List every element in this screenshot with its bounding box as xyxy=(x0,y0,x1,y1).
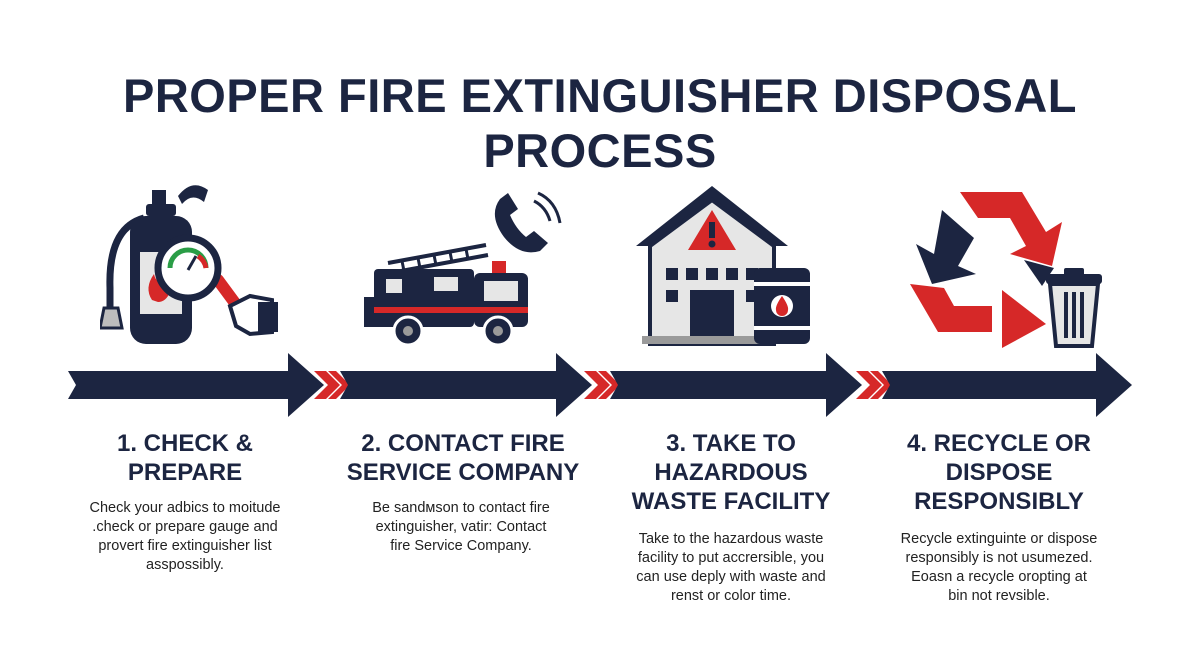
step-4-desc-line: bin not revsible. xyxy=(948,588,1050,604)
chevron-icon xyxy=(328,371,350,399)
step-3-desc-line: facility to put accrersible, you xyxy=(637,550,825,566)
step-1-desc-line: provert fire extinguisher list xyxy=(98,538,272,554)
arrow-segment-3 xyxy=(610,353,862,417)
step-2-desc-line: extinguisher, vatir: Contact xyxy=(375,519,547,535)
arrow-segment-2 xyxy=(340,353,592,417)
hazardous-facility-icon xyxy=(636,186,810,346)
step-4-desc-line: responsibly is not usumezed. xyxy=(905,550,1093,566)
step-3-title-line: HAZARDOUS xyxy=(654,459,808,486)
chevron-icon xyxy=(584,371,610,399)
step-2-title-line: 2. CONTACT FIRE xyxy=(361,430,565,457)
step-3-title-line: 3. TAKE TO xyxy=(666,430,796,457)
step-2-description: Be sandᴍson to contact fire extinguisher… xyxy=(331,499,591,556)
step-3-desc-line: can use deply with waste and xyxy=(636,569,826,585)
step-2-title: 2. CONTACT FIRE SERVICE COMPANY xyxy=(323,429,603,487)
step-4-desc-line: Recycle extinguinte or dispose xyxy=(900,531,1098,547)
step-3-desc-line: Take to the hazardous waste xyxy=(638,531,824,547)
page-title: PROPER FIRE EXTINGUISHER DISPOSAL PROCES… xyxy=(122,69,1078,177)
step-1-title-line: 1. CHECK & xyxy=(116,430,254,457)
step-3-title: 3. TAKE TO HAZARDOUS WASTE FACILITY xyxy=(591,429,871,516)
chevron-icon xyxy=(856,371,882,399)
step-3-desc-line: renst or color time. xyxy=(670,588,792,604)
step-2-desc-line: fire Service Company. xyxy=(390,538,532,554)
step-1-desc-line: .check or prepare gauge and xyxy=(92,519,278,535)
step-4-desc-line: Eoaѕn a recycle oropting at xyxy=(911,569,1087,585)
step-2-desc-line: Be sandᴍson to contact fire xyxy=(372,500,550,516)
step-1-title: 1. CHECK & PREPARE xyxy=(45,429,325,487)
step-1-desc-line: Check your adbics to moitude xyxy=(89,500,281,516)
step-4-title-line: RESPONSIBLY xyxy=(914,488,1084,515)
chevron-icon xyxy=(314,371,340,399)
step-1-desc-line: asspossibly. xyxy=(146,557,224,573)
arrow-segment-1 xyxy=(68,353,324,417)
step-4-description: Recycle extinguinte or dispose responsib… xyxy=(869,530,1129,606)
chevron-icon xyxy=(870,371,892,399)
step-4-title-line: DISPOSE xyxy=(945,459,1053,486)
process-timeline xyxy=(68,353,1132,417)
step-4-title-line: 4. RECYCLE OR xyxy=(906,430,1092,457)
fire-extinguisher-inspection-icon xyxy=(100,185,278,344)
step-1-description: Check your adbics to moitude .check or p… xyxy=(55,499,315,575)
step-2-title-line: SERVICE COMPANY xyxy=(346,459,580,486)
step-4-title: 4. RECYCLE OR DISPOSE RESPONSIBLY xyxy=(859,429,1139,516)
recycle-bin-icon xyxy=(910,192,1102,348)
chevron-icon xyxy=(598,371,620,399)
arrow-segment-4 xyxy=(882,353,1132,417)
step-1-title-line: PREPARE xyxy=(127,459,243,486)
step-3-title-line: WASTE FACILITY xyxy=(631,488,831,515)
step-3-description: Take to the hazardous waste facility to … xyxy=(601,530,861,606)
fire-truck-phone-icon xyxy=(364,191,562,347)
